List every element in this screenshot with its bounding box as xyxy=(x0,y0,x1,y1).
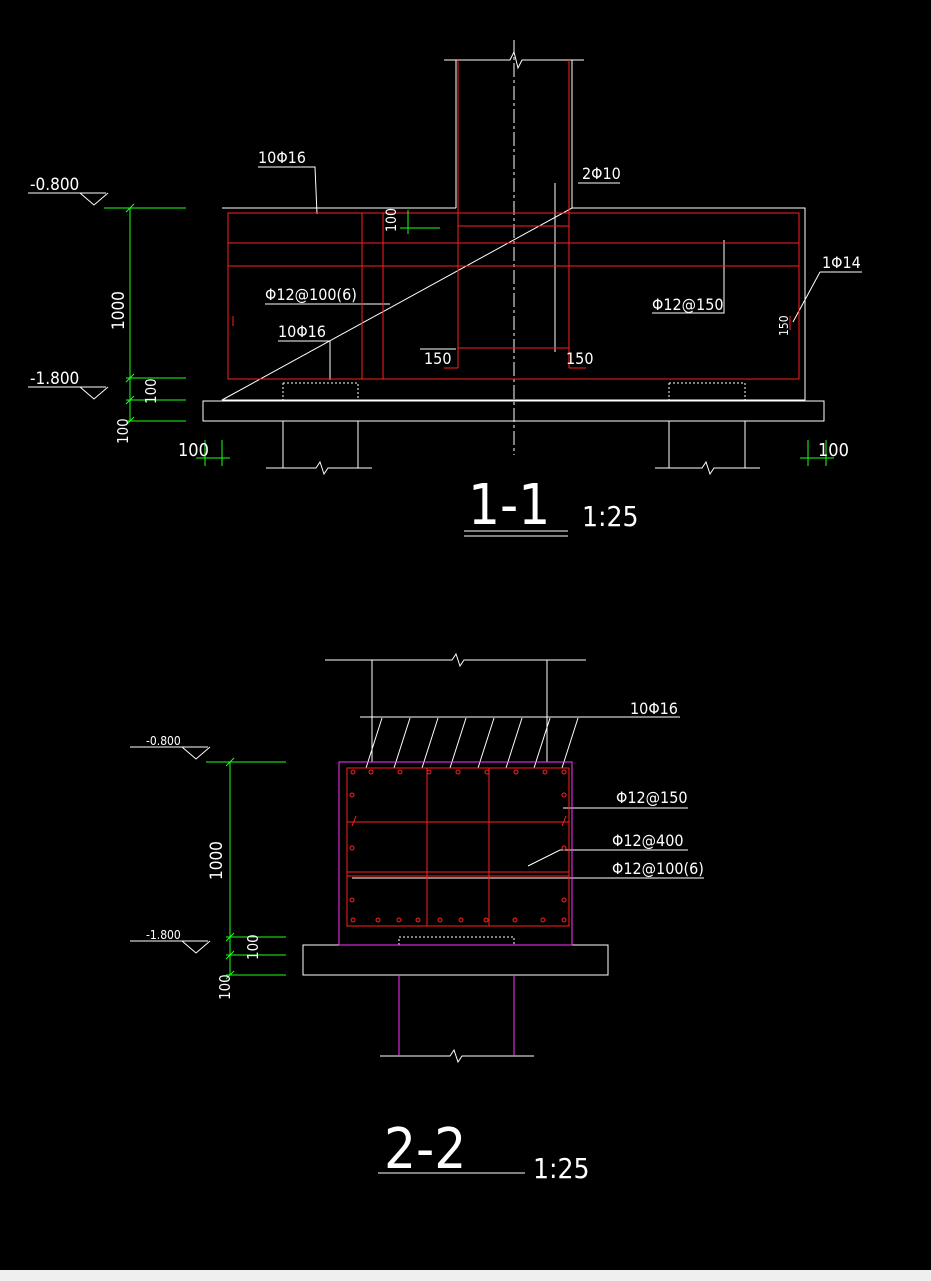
dim-ticks-2 xyxy=(225,757,235,980)
column-stub-2 xyxy=(371,660,548,762)
label-bottom-bars: 10Φ16 xyxy=(278,322,326,341)
status-strip xyxy=(0,1270,931,1281)
elev-marker-top xyxy=(28,192,109,206)
dim-height-2: 1000 xyxy=(207,841,227,880)
section-2-outline xyxy=(130,652,704,1174)
elev-marker-top-2 xyxy=(130,746,211,760)
hook-ends xyxy=(232,316,791,330)
leader-top-bars xyxy=(258,166,318,215)
leader-bottom-bars xyxy=(278,340,331,380)
leader-end-bar xyxy=(792,271,862,323)
section-2-title: 2-2 xyxy=(384,1117,466,1182)
leader-stirrup-b xyxy=(527,849,688,867)
section-2-column xyxy=(338,761,573,1056)
pile-2 xyxy=(398,975,515,1056)
label-stirrup-b-2: Φ12@400 xyxy=(612,831,684,850)
dim-left-1: 100 xyxy=(178,440,209,461)
stirrup-legs xyxy=(361,213,384,379)
horizontal-ties-2 xyxy=(347,821,569,877)
pile-left-break xyxy=(266,460,372,476)
section-1-rebar xyxy=(227,60,800,380)
label-col-bars: 2Φ10 xyxy=(582,164,621,183)
dim-left-offset xyxy=(196,440,230,466)
section-1-1: -0.800 -1.800 1000 100 100 100 100 100 1… xyxy=(28,40,862,538)
pile-right xyxy=(668,421,746,468)
elev-bottom-1: -1.800 xyxy=(30,369,79,389)
top-bar-leaders xyxy=(365,717,579,769)
dim-lines-left xyxy=(104,207,186,422)
elev-marker-bottom xyxy=(28,386,109,400)
column-break-line xyxy=(444,50,584,70)
dim-height-1: 1000 xyxy=(109,291,129,330)
section-2-bar-dots xyxy=(349,769,567,923)
section-1-outline xyxy=(28,40,862,537)
inner-legs-2 xyxy=(426,768,490,926)
label-side-bars: Φ12@150 xyxy=(652,295,724,314)
side-bars xyxy=(228,242,799,267)
label-hook-side: 150 xyxy=(777,315,791,336)
leader-col-bars xyxy=(554,182,620,352)
label-top-bars-2: 10Φ16 xyxy=(630,699,678,718)
label-stirrups: Φ12@100(6) xyxy=(265,285,357,304)
hooks-2 xyxy=(351,815,567,827)
pile-break-2 xyxy=(380,1048,534,1064)
title-1-underline xyxy=(464,530,568,537)
pile-left xyxy=(282,421,359,468)
top-break-line xyxy=(325,652,586,668)
section-1-dimensions xyxy=(104,203,834,466)
label-top-bars: 10Φ16 xyxy=(258,148,306,167)
section-2-scale: 1:25 xyxy=(533,1152,590,1185)
label-hook-right: 150 xyxy=(566,349,593,368)
elev-top-1: -0.800 xyxy=(30,175,79,195)
section-1-scale: 1:25 xyxy=(582,500,639,533)
label-hook-left: 150 xyxy=(424,349,451,368)
label-stirrup-a-2: Φ12@150 xyxy=(616,788,688,807)
elev-marker-bottom-2 xyxy=(130,940,211,954)
section-1-title: 1-1 xyxy=(468,473,550,538)
dim-lines-2 xyxy=(206,761,286,976)
beam-outline xyxy=(221,207,806,401)
column-bars xyxy=(457,60,570,368)
stirrup-outer-2 xyxy=(346,767,570,927)
main-stirrup xyxy=(227,212,800,380)
dim-base-1: 100 xyxy=(114,418,132,444)
section-2-dimensions xyxy=(206,757,286,980)
leader-side-bars xyxy=(652,240,725,314)
base-slab-2 xyxy=(302,944,609,976)
dim-base-2: 100 xyxy=(216,974,234,1000)
label-stirrup-c-2: Φ12@100(6) xyxy=(612,859,704,878)
column-stub xyxy=(455,60,573,208)
pile-right-break xyxy=(655,460,760,476)
dim-right-offset xyxy=(800,440,834,466)
elev-top-2: -0.800 xyxy=(146,734,181,748)
dim-cover xyxy=(400,210,440,234)
column-ties xyxy=(458,225,569,349)
section-2-2: -0.800 -1.800 1000 100 100 10Φ16 Φ12@150… xyxy=(130,652,704,1185)
pile-heads-dashed xyxy=(282,382,746,401)
elev-bottom-2: -1.800 xyxy=(146,928,181,942)
dim-pad-2: 100 xyxy=(244,934,262,960)
pile-head-dashed-2 xyxy=(398,936,515,945)
dim-right-1: 100 xyxy=(818,440,849,461)
dim-pad-1: 100 xyxy=(384,208,400,232)
section-2-rebar xyxy=(346,767,570,927)
dim-cover-1: 100 xyxy=(142,378,160,404)
label-end-bar: 1Φ14 xyxy=(822,253,861,272)
dim-ticks-left xyxy=(125,203,135,426)
beam-outline-2 xyxy=(338,761,573,946)
